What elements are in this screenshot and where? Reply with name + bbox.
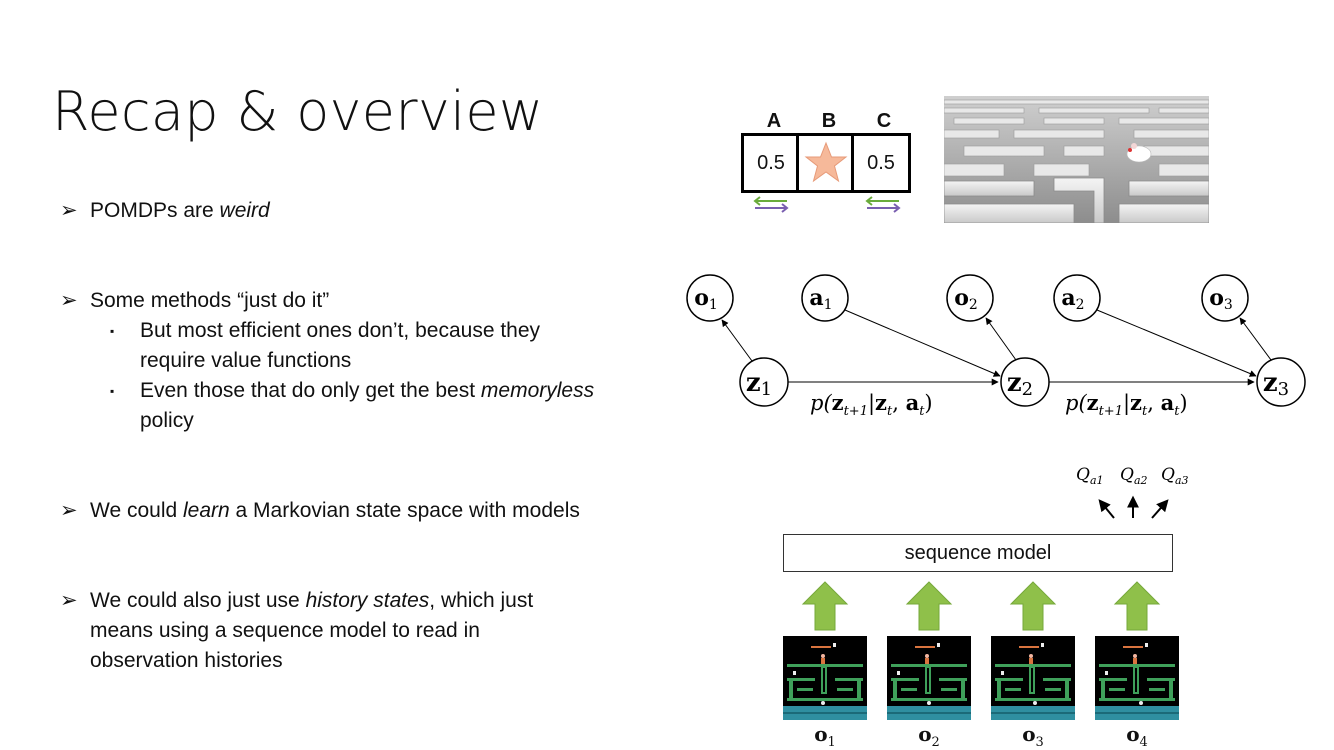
grid-cell-b [796,133,856,193]
up-arrow-icon [905,581,953,631]
up-arrow-icon [801,581,849,631]
svg-text:o2: o2 [954,285,978,313]
frame-label-4: o4 [1126,722,1148,750]
bullet-marker: ➢ [60,589,78,612]
grid-label-a: A [766,110,782,132]
grid-cell-a: 0.5 [741,133,801,193]
grid-label-b: B [821,110,837,132]
svg-text:a2: a2 [1061,285,1084,313]
up-arrow-icon [1009,581,1057,631]
game-frame-2 [887,636,971,720]
move-arrows-icon [865,196,901,213]
q-label-3: Qa3 [1161,465,1189,487]
action-node-1 [801,274,849,322]
grid-label-c: C [876,110,892,132]
q-label-2: Qa2 [1120,465,1148,487]
subbullet-marker: ▪ [110,324,115,338]
up-arrow-icon [1113,581,1161,631]
obs-node-3 [1201,274,1249,322]
q-label-1: Qa1 [1076,465,1104,487]
maze-image [944,96,1209,223]
input-arrows [801,581,1161,631]
svg-text:o1: o1 [694,285,718,313]
sequence-model-box: sequence model [783,534,1173,572]
frame-label-1: o1 [814,722,836,750]
game-frame-4 [1095,636,1179,720]
obs-node-1 [686,274,734,322]
transition-label-2: p(zt+1|zt, at) [1065,390,1188,419]
state-node-3 [1256,357,1306,407]
slide-title: Recap & overview [52,80,544,143]
frame-label-2: o2 [918,722,940,750]
svg-text:z2: z2 [1007,368,1033,400]
move-arrows-icon [753,196,789,213]
bullet-marker: ➢ [60,199,78,222]
star-icon [804,141,848,183]
svg-text:z3: z3 [1263,368,1289,400]
pomdp-graph: o1 a1 o2 a2 o3 z1 z2 z3 p(zt+1|zt, at) p… [686,274,1306,419]
q-value-outputs: Qa1 Qa2 Qa3 [1076,465,1189,519]
grid-cell-c: 0.5 [851,133,911,193]
bullet-marker: ➢ [60,289,78,312]
action-node-2 [1053,274,1101,322]
bullet-marker: ➢ [60,499,78,522]
svg-text:o3: o3 [1209,285,1233,313]
transition-label-1: p(zt+1|zt, at) [810,390,933,419]
frame-label-3: o3 [1022,722,1044,750]
game-frame-3 [991,636,1075,720]
game-frame-1 [783,636,867,720]
obs-node-2 [946,274,994,322]
subbullet-marker: ▪ [110,384,115,398]
svg-text:z1: z1 [746,368,772,400]
svg-text:a1: a1 [809,285,832,313]
